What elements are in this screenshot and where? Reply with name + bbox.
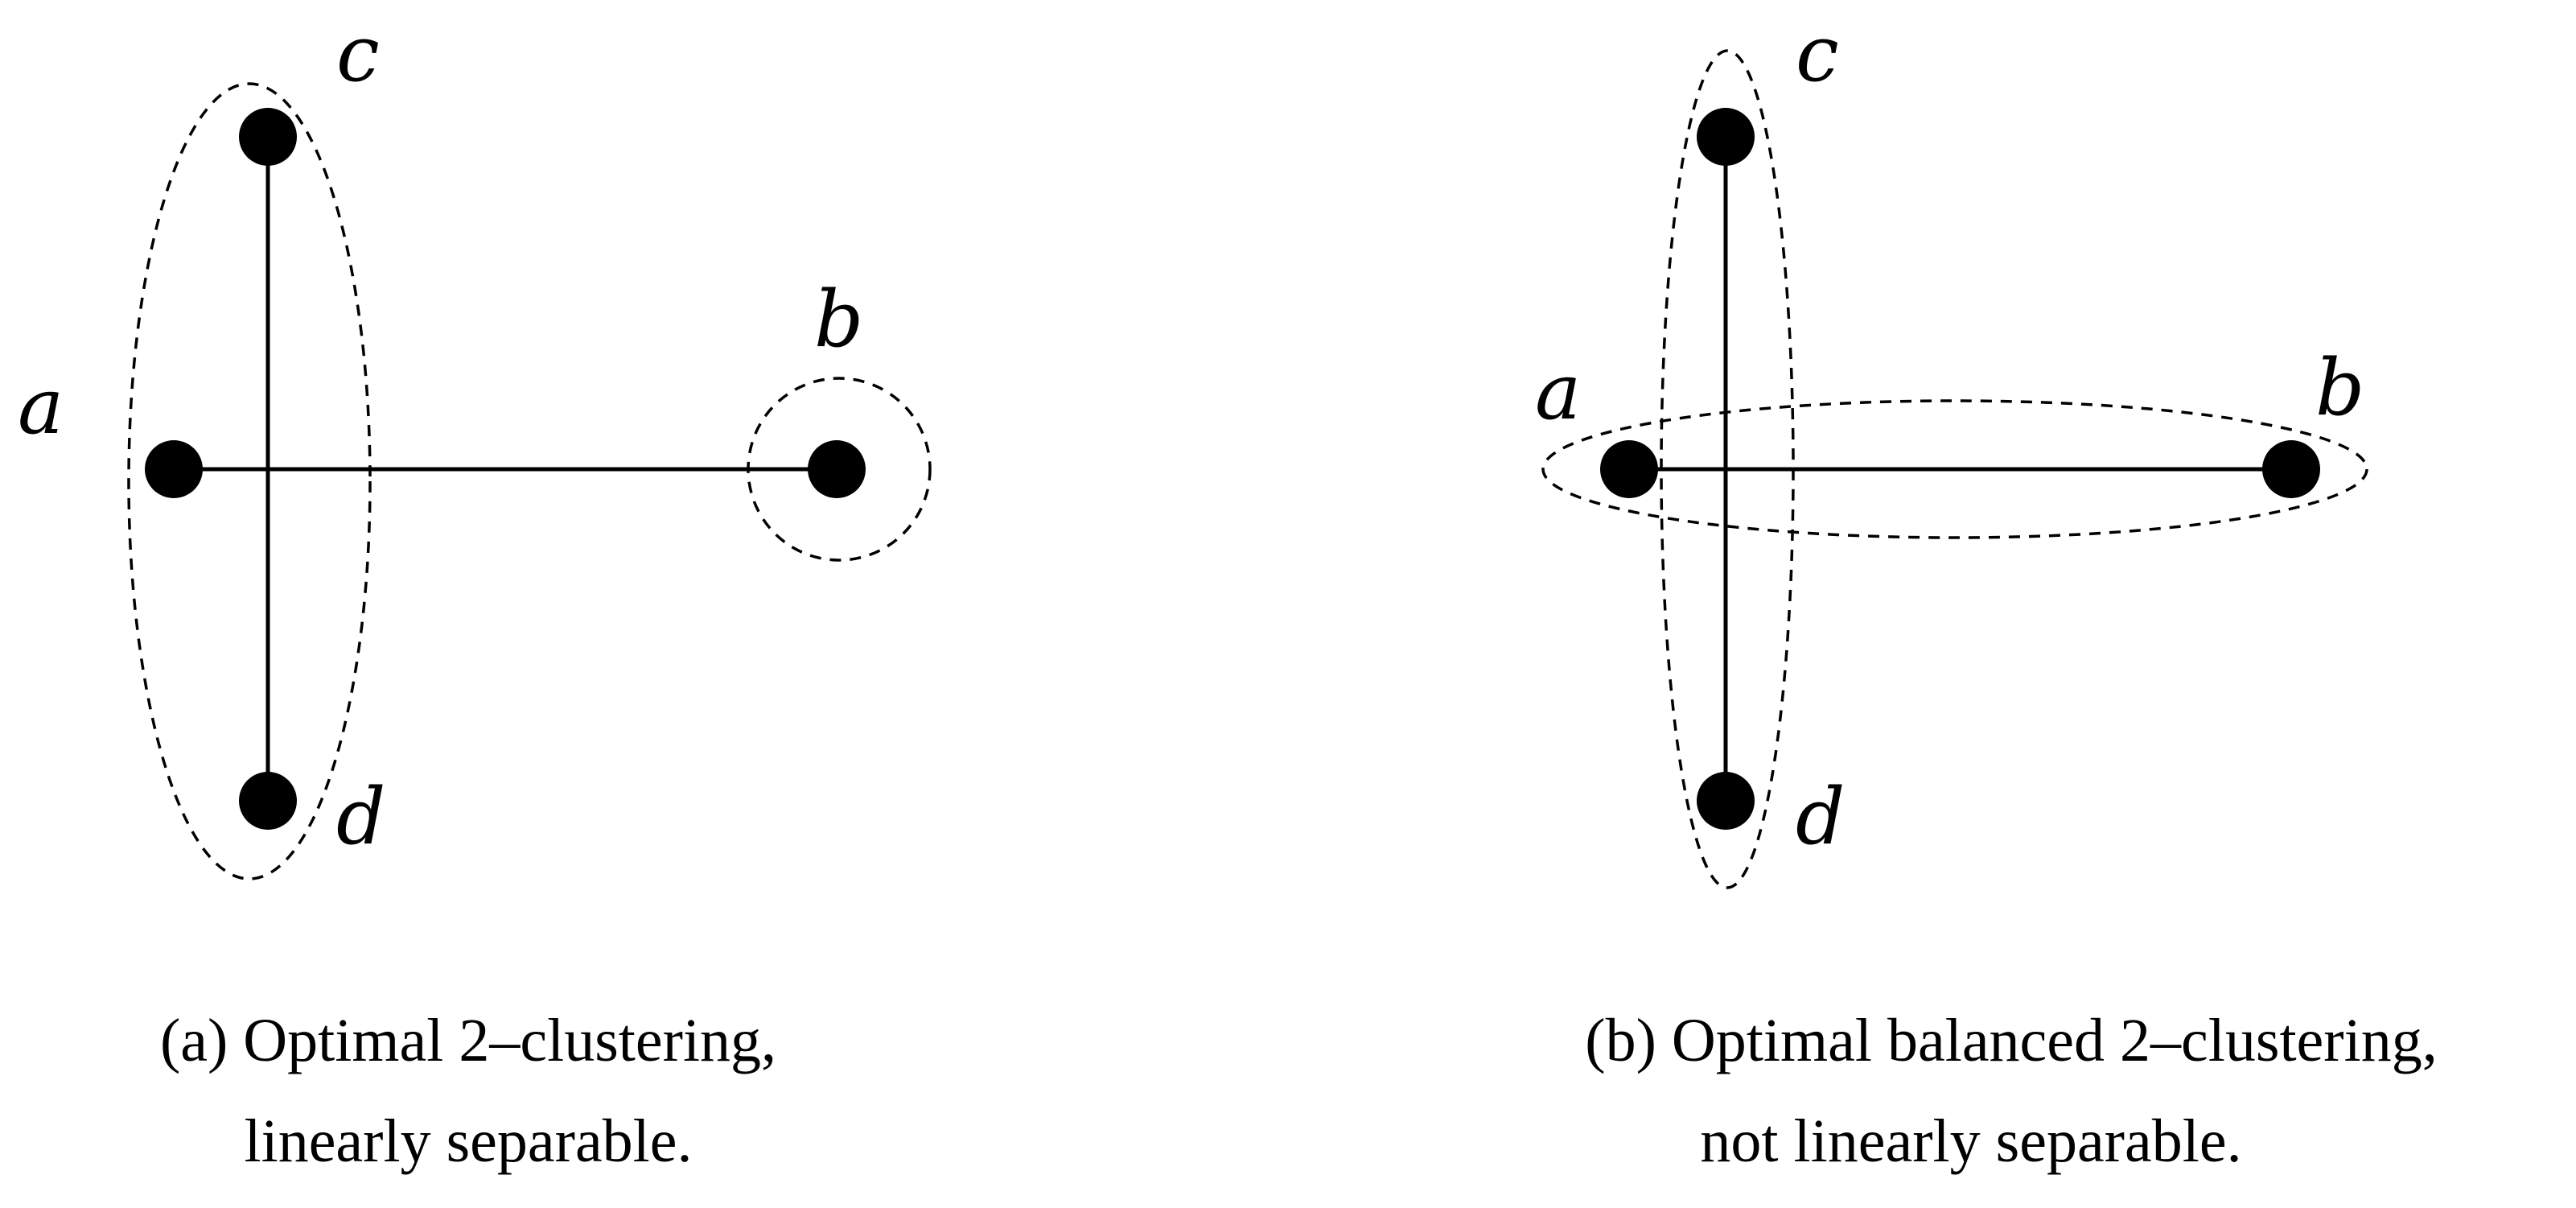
caption-line1-panel-b: (b) Optimal balanced 2–clustering, [1585, 1007, 2437, 1074]
cluster-acd-panel-a [127, 82, 372, 880]
node-b-panel-a [808, 440, 866, 498]
label-b-panel-b: b [2315, 343, 2364, 433]
caption-line1-panel-a: (a) Optimal 2–clustering, [160, 1007, 776, 1074]
label-d-panel-b: d [1796, 772, 1845, 862]
label-a-panel-b: a [1535, 347, 1581, 437]
label-a-panel-a: a [18, 361, 64, 451]
label-d-panel-a: d [336, 772, 385, 862]
label-c-panel-a: c [336, 9, 380, 99]
cluster-b-panel-a [747, 377, 932, 562]
node-a-panel-a [145, 440, 203, 498]
node-c-panel-b [1697, 108, 1755, 166]
panel-b: c a b d (b) Optimal balanced 2–clusterin… [1535, 9, 2438, 1175]
cluster-cd-panel-b [1660, 49, 1795, 889]
node-d-panel-a [239, 772, 297, 830]
panel-a: c a b d (a) Optimal 2–clustering, linear… [18, 9, 932, 1175]
caption-line2-panel-b: not linearly separable. [1700, 1107, 2241, 1175]
cluster-ab-panel-b [1541, 399, 2368, 539]
label-c-panel-b: c [1796, 9, 1839, 99]
node-b-panel-b [2262, 440, 2320, 498]
node-d-panel-b [1697, 772, 1755, 830]
node-a-panel-b [1600, 440, 1658, 498]
label-b-panel-a: b [814, 274, 863, 365]
node-c-panel-a [239, 108, 297, 166]
caption-line2-panel-a: linearly separable. [244, 1107, 692, 1175]
